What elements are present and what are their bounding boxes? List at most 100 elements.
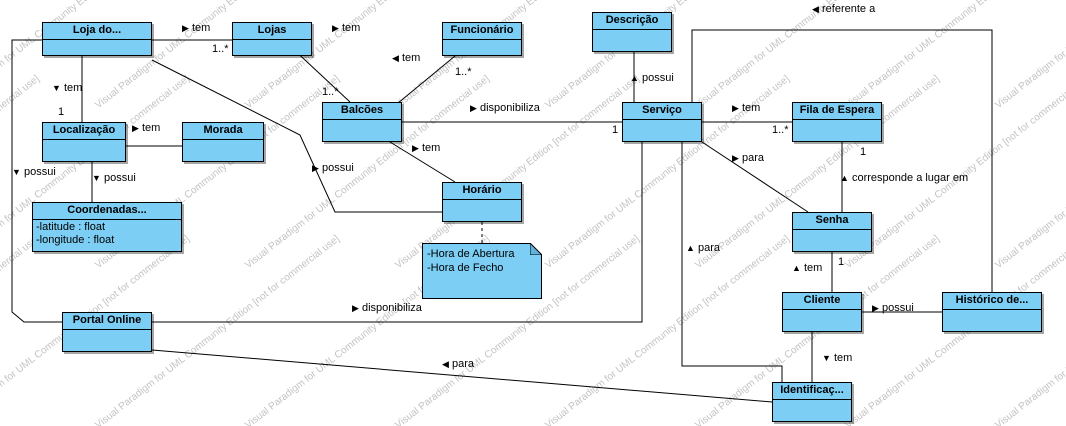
class-historico-title: Histórico de... bbox=[943, 293, 1041, 310]
class-coordenadas[interactable]: Coordenadas... -latitude : float -longit… bbox=[32, 202, 182, 252]
label-balcoes-tem-horario: ▶ tem bbox=[412, 142, 441, 154]
direction-arrow-icon: ▶ bbox=[872, 303, 879, 313]
class-identificacao[interactable]: Identificaç... bbox=[772, 382, 852, 422]
mult-funcionario: 1..* bbox=[455, 66, 472, 78]
class-morada-title: Morada bbox=[183, 123, 263, 140]
label-servico-para-senha: ▶ para bbox=[732, 152, 765, 164]
class-descricao-title: Descrição bbox=[593, 13, 671, 30]
label-cliente-tem-senha: ▲ tem bbox=[792, 262, 823, 274]
direction-arrow-icon: ▲ bbox=[792, 263, 801, 273]
attribute-longitude: -longitude : float bbox=[36, 234, 115, 246]
mult-localizacao: 1 bbox=[58, 106, 65, 118]
class-funcionario[interactable]: Funcionário bbox=[442, 22, 522, 56]
label-loja-possui-horario: ▶ possui bbox=[312, 162, 354, 174]
direction-arrow-icon: ▼ bbox=[822, 353, 831, 363]
line-loja-horario bbox=[151, 59, 443, 213]
label-loja-tem-localizacao: ▼ tem bbox=[52, 82, 83, 94]
label-balcoes-disponibiliza: ▶ disponibiliza bbox=[470, 102, 540, 114]
label-lojas-tem-balcoes: ▶ tem bbox=[332, 22, 361, 34]
line-servico-senha bbox=[701, 141, 809, 213]
label-loja-possui-portal: ▼ possui bbox=[12, 166, 56, 178]
class-lojas-title: Lojas bbox=[233, 23, 311, 40]
class-senha-title: Senha bbox=[793, 213, 871, 230]
direction-arrow-icon: ▼ bbox=[92, 173, 101, 183]
direction-arrow-icon: ▶ bbox=[132, 123, 139, 133]
label-funcionario-tem: ◀ tem bbox=[392, 52, 421, 64]
line-loja-portal bbox=[11, 39, 62, 323]
class-identificacao-title: Identificaç... bbox=[773, 383, 851, 400]
line-servico-historico bbox=[691, 29, 993, 292]
class-balcoes-title: Balcões bbox=[323, 103, 401, 120]
class-localizacao[interactable]: Localização bbox=[42, 122, 126, 162]
direction-arrow-icon: ▶ bbox=[732, 103, 739, 113]
class-horario-title: Horário bbox=[443, 183, 521, 200]
label-referente-a: ◀ referente a bbox=[812, 3, 876, 15]
mult-servico-balcoes: 1 bbox=[612, 124, 619, 136]
class-fila-title: Fila de Espera bbox=[793, 103, 881, 120]
direction-arrow-icon: ▶ bbox=[352, 303, 359, 313]
mult-fila: 1..* bbox=[772, 124, 789, 136]
direction-arrow-icon: ▶ bbox=[182, 23, 189, 33]
class-fila-de-espera[interactable]: Fila de Espera bbox=[792, 102, 882, 142]
direction-arrow-icon: ▶ bbox=[312, 163, 319, 173]
class-loja-title: Loja do... bbox=[43, 23, 151, 40]
mult-fila-senha: 1 bbox=[860, 146, 867, 158]
direction-arrow-icon: ▼ bbox=[12, 167, 21, 177]
class-portal-online[interactable]: Portal Online bbox=[62, 312, 152, 352]
class-balcoes[interactable]: Balcões bbox=[322, 102, 402, 142]
direction-arrow-icon: ▶ bbox=[732, 153, 739, 163]
label-servico-tem-fila: ▶ tem bbox=[732, 102, 761, 114]
line-funcionario-balcoes bbox=[391, 55, 456, 109]
label-localizacao-possui-coordenadas: ▼ possui bbox=[92, 172, 136, 184]
class-loja[interactable]: Loja do... bbox=[42, 22, 152, 56]
class-cliente-title: Cliente bbox=[783, 293, 861, 310]
label-descricao-possui: ▲ possui bbox=[630, 72, 674, 84]
class-servico-title: Serviço bbox=[623, 103, 701, 120]
class-horario[interactable]: Horário bbox=[442, 182, 522, 222]
class-portal-title: Portal Online bbox=[63, 313, 151, 330]
label-loja-tem-lojas: ▶ tem bbox=[182, 22, 211, 34]
direction-arrow-icon: ◀ bbox=[392, 53, 399, 63]
direction-arrow-icon: ◀ bbox=[812, 4, 819, 14]
label-identificacao-para-servico: ▲ para bbox=[686, 242, 721, 254]
note-line-abertura: -Hora de Abertura bbox=[427, 248, 515, 260]
class-descricao[interactable]: Descrição bbox=[592, 12, 672, 52]
horario-note[interactable]: -Hora de Abertura -Hora de Fecho bbox=[422, 243, 542, 299]
class-lojas[interactable]: Lojas bbox=[232, 22, 312, 56]
class-coordenadas-title: Coordenadas... bbox=[33, 203, 181, 220]
label-portal-para-identificacao: ◀ para bbox=[442, 358, 475, 370]
label-portal-disponibiliza: ▶ disponibiliza bbox=[352, 302, 422, 314]
direction-arrow-icon: ▼ bbox=[52, 83, 61, 93]
direction-arrow-icon: ▶ bbox=[332, 23, 339, 33]
direction-arrow-icon: ▶ bbox=[412, 143, 419, 153]
mult-lojas-1: 1..* bbox=[212, 43, 229, 55]
direction-arrow-icon: ◀ bbox=[442, 359, 449, 369]
class-localizacao-title: Localização bbox=[43, 123, 125, 140]
class-senha[interactable]: Senha bbox=[792, 212, 872, 252]
direction-arrow-icon: ▲ bbox=[630, 73, 639, 83]
direction-arrow-icon: ▲ bbox=[686, 243, 695, 253]
class-servico[interactable]: Serviço bbox=[622, 102, 702, 142]
mult-balcoes-1: 1..* bbox=[322, 86, 339, 98]
label-cliente-possui-historico: ▶ possui bbox=[872, 302, 914, 314]
class-funcionario-title: Funcionário bbox=[443, 23, 521, 40]
direction-arrow-icon: ▲ bbox=[840, 173, 849, 183]
attribute-latitude: -latitude : float bbox=[36, 221, 106, 233]
line-portal-servico bbox=[152, 142, 643, 323]
class-cliente[interactable]: Cliente bbox=[782, 292, 862, 332]
line-servico-identificacao bbox=[681, 142, 783, 382]
label-senha-corresponde: ▲ corresponde a lugar em bbox=[840, 172, 969, 184]
class-coordenadas-attributes: -latitude : float -longitude : float bbox=[33, 220, 181, 248]
class-historico[interactable]: Histórico de... bbox=[942, 292, 1042, 332]
direction-arrow-icon: ▶ bbox=[470, 103, 477, 113]
note-line-fecho: -Hora de Fecho bbox=[427, 262, 504, 274]
mult-senha-cliente: 1 bbox=[838, 256, 845, 268]
label-localizacao-tem-morada: ▶ tem bbox=[132, 122, 161, 134]
line-balcoes-horario bbox=[389, 141, 456, 183]
label-cliente-tem-identificacao: ▼ tem bbox=[822, 352, 853, 364]
class-morada[interactable]: Morada bbox=[182, 122, 264, 162]
line-portal-identificacao bbox=[151, 349, 773, 403]
note-fold-icon bbox=[530, 243, 542, 255]
